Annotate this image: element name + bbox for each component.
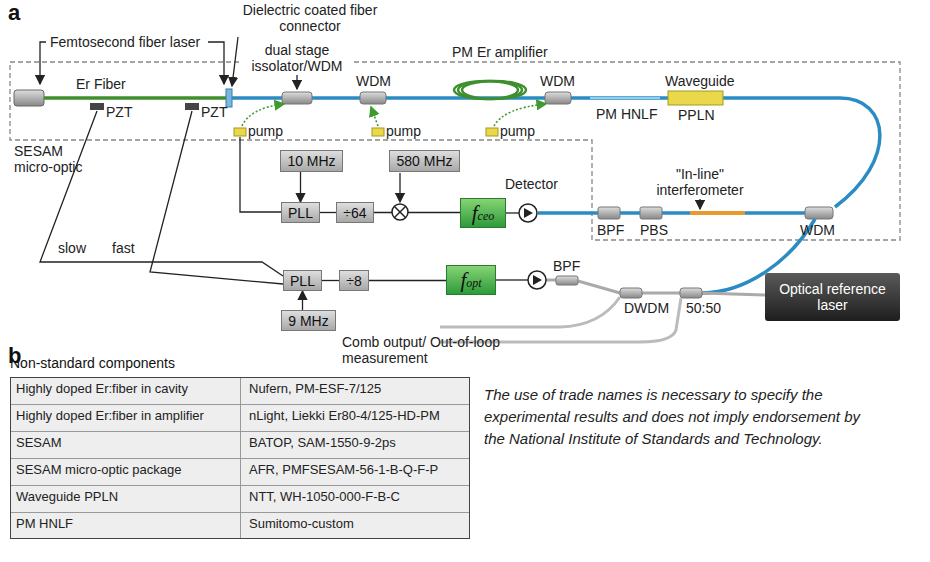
component-label: WDM: [356, 73, 391, 89]
table-cell: Highly doped Er:fiber in amplifier: [16, 409, 204, 424]
component-label: pump: [248, 123, 283, 139]
table-cell: Sumitomo-custom: [249, 517, 354, 532]
pll-box: PLL: [281, 202, 320, 223]
table-divider: [240, 378, 241, 538]
table-cell: AFR, PMFSESAM-56-1-B-Q-F-P: [249, 463, 438, 478]
frequency-box: 580 MHz: [389, 150, 460, 172]
component-label: 50:50: [686, 300, 721, 316]
signal-connector: [320, 212, 336, 213]
callout-label: Femtosecond fiber laser: [50, 34, 200, 50]
sesam: [14, 90, 44, 106]
table-cell: SESAM: [16, 436, 62, 451]
component-label: WDM: [540, 73, 575, 89]
component-label: WDM: [800, 222, 835, 238]
component-label: Waveguide: [665, 73, 735, 89]
beat-signal-box: fopt: [446, 265, 496, 295]
box-label: ÷8: [346, 273, 361, 289]
panel-letter: a: [8, 0, 20, 25]
table-grid: [10, 377, 470, 539]
callout-label: dual stage issolator/WDM: [242, 42, 352, 74]
reference-laser-box: Optical reference laser: [765, 273, 900, 321]
fiber-label: Er Fiber: [76, 76, 126, 92]
component-label: SESAM micro-optic: [14, 143, 94, 175]
component-label: PM HNLF: [596, 106, 657, 122]
signal-name: slow: [58, 240, 86, 256]
box-label: PLL: [288, 205, 313, 221]
signal-connector: [322, 280, 339, 281]
table-cell: NTT, WH-1050-000-F-B-C: [249, 490, 400, 505]
component-label: pump: [500, 123, 535, 139]
laser-enclosure: [10, 62, 900, 240]
component-label: BPF: [597, 222, 624, 238]
divider-box: ÷64: [336, 202, 374, 223]
component-label: DWDM: [624, 300, 669, 316]
box-label: Optical reference laser: [771, 281, 894, 313]
table-cell: SESAM micro-optic package: [16, 463, 181, 478]
signal-connector: [302, 291, 303, 310]
table-heading: Non-standard components: [10, 355, 175, 371]
box-label: PLL: [290, 273, 315, 289]
box-label: 580 MHz: [396, 153, 452, 169]
component-label: PZT: [201, 104, 227, 120]
component-label: PPLN: [678, 107, 715, 123]
callout-label: PM Er amplifier: [452, 44, 548, 60]
signal-connector: [369, 280, 446, 281]
table-cell: BATOP, SAM-1550-9-2ps: [249, 436, 396, 451]
divider-box: ÷8: [339, 270, 369, 291]
note-text: The use of trade names is necessary to s…: [484, 384, 884, 449]
table-cell: Highly doped Er:fiber in cavity: [16, 382, 188, 397]
box-label: 10 MHz: [287, 153, 335, 169]
frequency-box: 10 MHz: [280, 150, 343, 172]
signal-connector: [300, 172, 301, 202]
signal-connector: [374, 212, 460, 213]
component-label: PZT: [106, 104, 132, 120]
table-cell: nLight, Liekki Er80-4/125-HD-PM: [249, 409, 440, 424]
component-label: BPF: [553, 258, 580, 274]
table-cell: PM HNLF: [16, 517, 73, 532]
er-amplifier-coil: [454, 81, 526, 99]
signal-name: fast: [112, 240, 135, 256]
frequency-box: 9 MHz: [281, 310, 336, 331]
pll-box: PLL: [283, 270, 322, 291]
box-label: ÷64: [343, 205, 366, 221]
ppln-waveguide: [668, 91, 723, 105]
panel-letter: b: [8, 343, 21, 368]
table-cell: Waveguide PPLN: [16, 490, 118, 505]
box-label: fceo: [472, 201, 495, 226]
component-label: Detector: [505, 176, 558, 192]
output-label: Comb output/ Out-of-loop measurement: [342, 334, 522, 366]
callout-label: Dielectric coated fiber connector: [225, 2, 395, 34]
component-label: pump: [386, 123, 421, 139]
box-label: fopt: [460, 268, 481, 293]
beat-signal-box: fceo: [460, 198, 506, 228]
callout-label: "In-line" interferometer: [650, 166, 750, 198]
table-cell: Nufern, PM-ESF-7/125: [249, 382, 381, 397]
component-label: PBS: [640, 222, 668, 238]
box-label: 9 MHz: [288, 313, 328, 329]
